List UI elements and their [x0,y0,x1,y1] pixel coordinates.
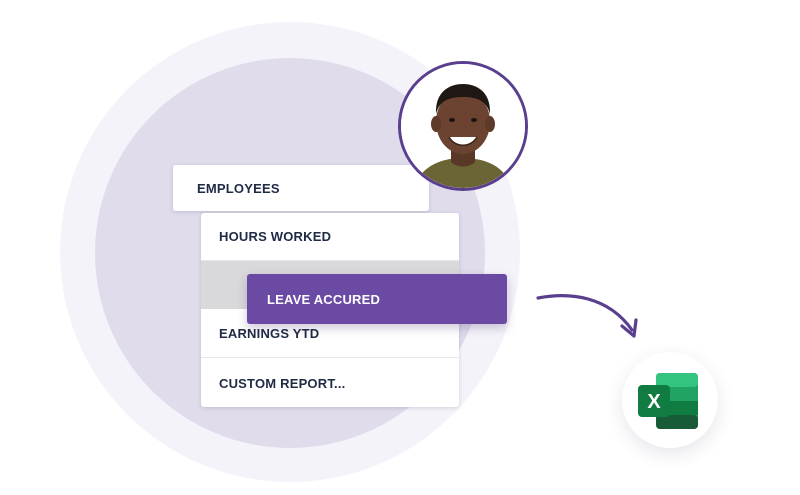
earnings-ytd-item[interactable]: EARNINGS YTD [201,310,459,358]
excel-export-badge[interactable]: X [622,352,718,448]
hours-worked-label: HOURS WORKED [219,229,332,244]
leave-accrued-item[interactable]: LEAVE ACCURED [247,274,507,324]
earnings-ytd-label: EARNINGS YTD [219,326,320,341]
hours-worked-item[interactable]: HOURS WORKED [201,213,459,261]
employees-label: EMPLOYEES [197,181,280,196]
leave-accrued-label: LEAVE ACCURED [267,291,381,307]
excel-glyph: X [647,391,661,413]
avatar-illustration [401,64,525,188]
avatar [398,61,528,191]
custom-report-item[interactable]: CUSTOM REPORT... [201,359,459,407]
excel-icon: X [638,373,698,429]
employees-item[interactable]: EMPLOYEES [173,165,429,211]
curved-arrow-icon [536,294,638,338]
custom-report-label: CUSTOM REPORT... [219,375,346,391]
